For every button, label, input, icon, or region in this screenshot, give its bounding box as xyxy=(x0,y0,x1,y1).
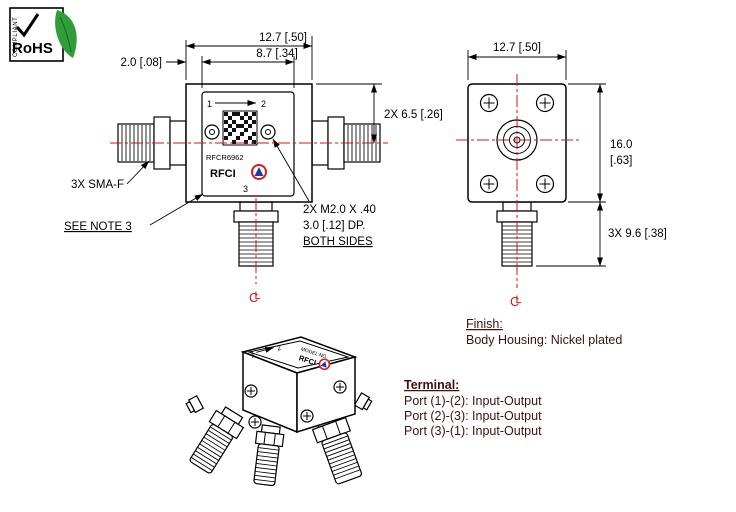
leaf-icon xyxy=(55,10,77,58)
iso-screw-4-icon xyxy=(248,415,262,429)
iso-port2-label: 2 xyxy=(276,343,282,353)
side-height-dim-mm: 16.0 xyxy=(610,139,632,151)
front-extension-lines xyxy=(185,36,313,88)
front-centerline-symbol: C L xyxy=(249,290,261,305)
screw-top-left-icon xyxy=(479,93,499,113)
leaf-vein xyxy=(59,16,72,53)
terminal-port-row: Port (1)-(2): Input-Output xyxy=(404,394,542,408)
tap-callout-line2: 3.0 [.12] DP. xyxy=(303,220,365,232)
rohs-title: RoHS xyxy=(12,40,53,57)
sma-leader xyxy=(126,160,150,185)
iso-logo-triangle-icon xyxy=(320,361,327,368)
rohs-subtitle: COMPLIANT xyxy=(13,17,19,57)
notes-block: Finish: Body Housing: Nickel plated Term… xyxy=(404,317,622,438)
qr-code-icon xyxy=(224,112,256,144)
face-brand: RFCI xyxy=(210,168,236,180)
side-height-dim-in: [.63] xyxy=(610,155,632,167)
left-tap-hole xyxy=(204,124,220,140)
centerline-c: C xyxy=(510,294,519,309)
right-tap-hole xyxy=(260,124,276,140)
iso-screw-2-icon xyxy=(333,380,347,394)
face-port2-label: 2 xyxy=(261,99,266,109)
iso-port-arrow xyxy=(256,346,274,353)
screw-top-right-icon xyxy=(535,93,555,113)
tap-leader xyxy=(272,138,310,202)
front-width-dim: 12.7 [.50] xyxy=(259,32,307,44)
front-edge-offset-dim: 2.0 [.08] xyxy=(120,57,162,69)
terminal-port-row: Port (2)-(3): Input-Output xyxy=(404,409,542,423)
terminal-title: Terminal: xyxy=(404,378,459,392)
screw-bottom-left-icon xyxy=(479,174,499,194)
iso-connector-port1 xyxy=(189,406,245,474)
iso-screw-1-icon xyxy=(244,384,258,398)
front-hole-span-dim: 8.7 [.34] xyxy=(256,48,298,60)
side-centerline-symbol: C L xyxy=(510,294,522,309)
centerline-l: L xyxy=(255,290,261,302)
centerline-l: L xyxy=(516,294,522,306)
tap-callout-line3: BOTH SIDES xyxy=(303,236,373,248)
front-view: 1 2 RFCR6962 RFCI 3 12.7 [.50] 8.7 [.34]… xyxy=(64,32,443,305)
see-note-leader xyxy=(149,193,204,226)
rohs-badge: RoHS COMPLIANT xyxy=(9,7,77,62)
face-port1-label: 1 xyxy=(207,99,212,109)
sma-label: 3X SMA-F xyxy=(71,179,124,191)
side-view: 12.7 [.50] 16.0 [.63] 3X 9.6 [.38] C L xyxy=(456,42,667,309)
iso-top-face-inner xyxy=(247,340,350,369)
screw-bottom-right-icon xyxy=(535,174,555,194)
centerline-c: C xyxy=(249,290,258,305)
iso-port1-label: 1 xyxy=(250,350,256,360)
brand-logo-triangle-icon xyxy=(254,167,264,176)
finish-body: Body Housing: Nickel plated xyxy=(466,333,622,347)
terminal-port-row: Port (3)-(1): Input-Output xyxy=(404,424,542,438)
checkmark-icon xyxy=(15,13,40,38)
tap-callout-line1: 2X M2.0 X .40 xyxy=(303,204,376,216)
iso-left-stub xyxy=(185,395,205,414)
iso-right-stub xyxy=(353,392,373,411)
front-port-height-dim: 2X 6.5 [.26] xyxy=(384,109,443,121)
left-tap-hole-center xyxy=(209,129,215,135)
iso-connector-port3 xyxy=(253,424,285,487)
iso-screw-3-icon xyxy=(300,409,314,423)
see-note-label: SEE NOTE 3 xyxy=(64,221,132,233)
side-width-dim: 12.7 [.50] xyxy=(493,42,541,54)
face-model-number: RFCR6962 xyxy=(206,153,244,162)
iso-port-markings: 1 2 xyxy=(250,343,282,360)
face-port3-label: 3 xyxy=(243,184,248,194)
right-tap-hole-center xyxy=(265,129,271,135)
finish-title: Finish: xyxy=(466,317,503,331)
side-conn-dim: 3X 9.6 [.38] xyxy=(608,228,667,240)
iso-view: 1 2 MODEL NO. RFCI xyxy=(185,336,373,487)
